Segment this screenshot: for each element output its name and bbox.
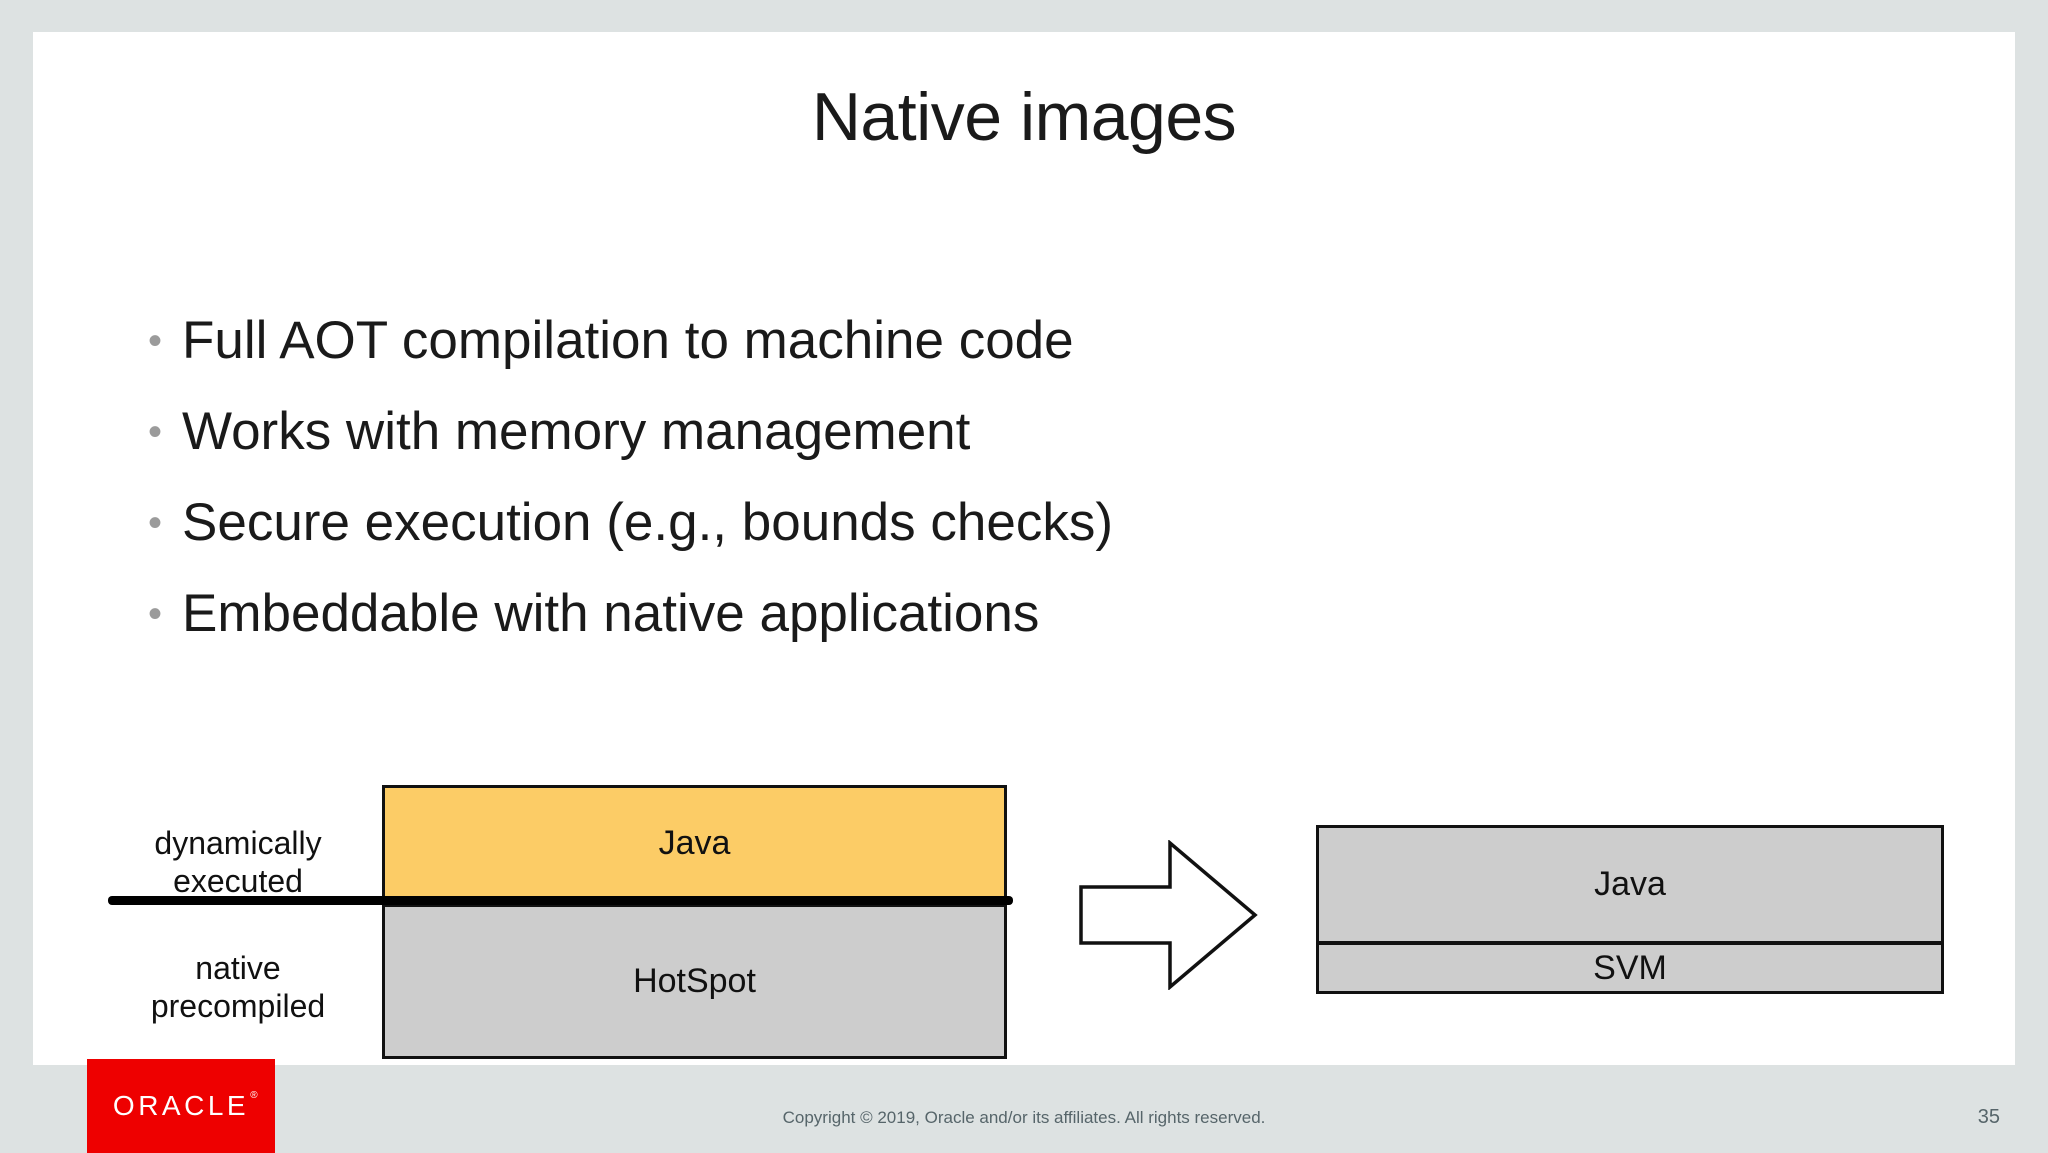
bullet-dot-icon: [148, 321, 182, 361]
bullet-dot-icon: [148, 503, 182, 543]
slide-canvas: Native images Full AOT compilation to ma…: [33, 32, 2015, 1065]
left-stack-java-box: Java: [382, 785, 1007, 902]
boundary-line: [108, 896, 1013, 905]
bullet-text: Secure execution (e.g., bounds checks): [182, 493, 1113, 552]
bullet-dot-icon: [148, 412, 182, 452]
bullet-list: Full AOT compilation to machine code Wor…: [148, 314, 1648, 678]
left-stack-hotspot-box: HotSpot: [382, 904, 1007, 1059]
right-stack-java-box: Java: [1316, 825, 1944, 944]
list-item: Secure execution (e.g., bounds checks): [148, 496, 1648, 587]
right-stack-svm-box: SVM: [1316, 942, 1944, 994]
bullet-text: Works with memory management: [182, 402, 971, 461]
copyright-notice: Copyright © 2019, Oracle and/or its affi…: [782, 1108, 1266, 1127]
page-title: Native images: [811, 79, 1237, 155]
page-number: 35: [1977, 1106, 2000, 1128]
label-native-precompiled: native precompiled: [150, 950, 326, 1024]
list-item: Embeddable with native applications: [148, 587, 1648, 678]
bullet-text: Embeddable with native applications: [182, 584, 1040, 643]
bullet-dot-icon: [148, 594, 182, 634]
list-item: Works with memory management: [148, 405, 1648, 496]
oracle-wordmark: ORACLE: [113, 1090, 261, 1122]
label-dynamically-executed: dynamically executed: [154, 825, 322, 899]
oracle-logo: ORACLE: [87, 1059, 275, 1153]
slide-footer-bar: [0, 1065, 2048, 1153]
bullet-text: Full AOT compilation to machine code: [182, 311, 1074, 370]
list-item: Full AOT compilation to machine code: [148, 314, 1648, 405]
right-arrow-icon: [1079, 840, 1258, 990]
